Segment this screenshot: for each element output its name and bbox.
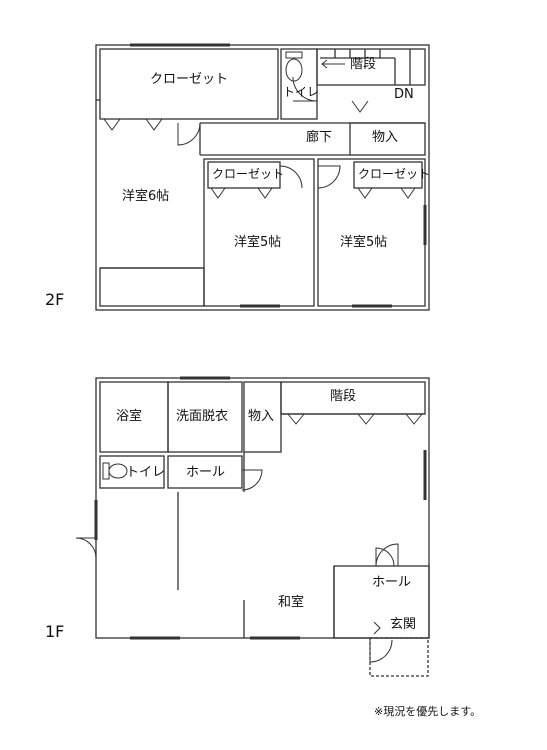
room-closet-mid: クローゼット: [212, 167, 285, 181]
arrow-left-icon: [321, 59, 345, 69]
room-hall-small: ホール: [186, 465, 226, 480]
floor-label-1f: 1F: [45, 622, 65, 641]
floor-1-walls: [94, 376, 430, 677]
toilet-icon: [285, 51, 303, 82]
floor-2-walls: [95, 43, 430, 311]
room-stairs-1f: 階段: [330, 389, 357, 404]
floor-2-doors: [103, 76, 416, 199]
room-western-5-right: 洋室5帖: [340, 235, 388, 250]
footnote: ※現況を優先します。: [374, 705, 482, 718]
room-hallway: 廊下: [306, 130, 333, 145]
room-bath: 浴室: [116, 409, 143, 424]
room-japanese: 和室: [278, 595, 305, 610]
room-storage-2f: 物入: [372, 130, 399, 145]
room-toilet-2f: トイレ: [283, 85, 320, 99]
door-swing-icon: [373, 621, 381, 635]
floor-label-2f: 2F: [45, 290, 65, 309]
room-toilet-1f: トイレ: [126, 465, 166, 480]
room-washroom: 洗面脱衣: [176, 409, 229, 424]
room-stairs-2f: 階段: [350, 57, 377, 72]
label-down: DN: [394, 87, 414, 102]
room-entrance: 玄関: [390, 617, 417, 632]
room-closet-main: クローゼット: [150, 72, 229, 87]
floor-1-doors: [75, 413, 423, 663]
room-hall-entry: ホール: [372, 575, 412, 590]
room-closet-right: クローゼット: [358, 167, 431, 181]
room-western-5-mid: 洋室5帖: [234, 235, 282, 250]
room-western-6: 洋室6帖: [122, 189, 170, 204]
toilet-icon: [102, 462, 128, 480]
room-storage-1f: 物入: [248, 409, 275, 424]
